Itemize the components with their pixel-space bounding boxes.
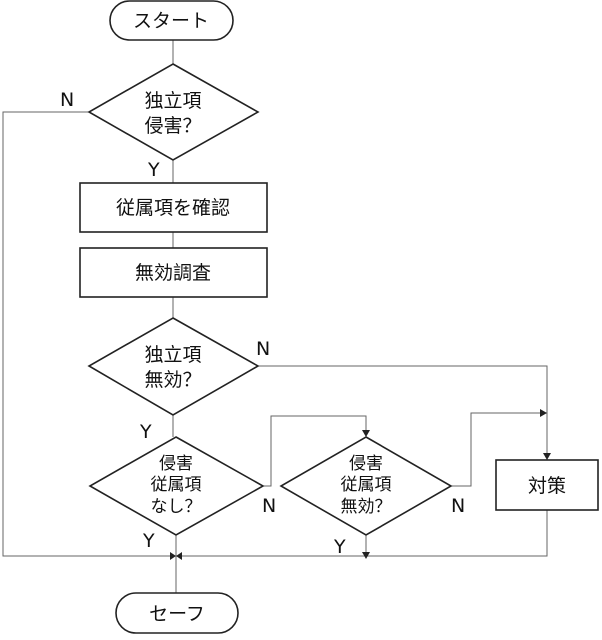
decision-independent-infringed-line1: 独立項 [144,90,201,112]
label-q3-no: N [262,495,276,517]
process-countermeasure: 対策 [495,459,599,511]
decision-no-infringing-dependent: 侵害 従属項 なし？ [88,436,265,536]
decision-independent-invalid-line1: 独立項 [144,344,201,366]
decision-infringing-dependent-invalid: 侵害 従属項 無効？ [279,436,453,536]
decision-infringing-dependent-invalid-shape [279,436,453,536]
label-q4-yes: Y [333,536,346,558]
connectors [2,40,548,593]
process-invalidity-search-shape [79,247,268,298]
arrowhead-into-safe-right [176,552,182,560]
safe-terminal-shape [115,592,239,634]
process-invalidity-search: 無効調査 [79,247,268,298]
safe-terminal: セーフ [115,592,239,634]
edge-q1-no-to-safe [2,111,176,557]
process-countermeasure-label: 対策 [528,475,566,497]
process-confirm-dependent-shape [79,182,268,233]
safe-label: セーフ [149,603,205,625]
process-confirm-dependent-label: 従属項を確認 [116,197,230,219]
label-q2-no: N [256,338,270,360]
decision-infringing-dependent-invalid-line1: 侵害 [349,454,383,474]
label-q1-no: N [60,89,74,111]
process-invalidity-search-label: 無効調査 [135,262,211,284]
decision-independent-infringed: 独立項 侵害？ [87,63,260,161]
process-countermeasure-shape [495,459,599,511]
arrowhead-q4-no [540,409,547,417]
decision-no-infringing-dependent-line2: 従属項 [151,475,202,495]
decision-independent-invalid-shape [87,317,260,416]
arrowhead-into-q4 [362,430,370,437]
decision-no-infringing-dependent-shape [88,436,265,536]
edge-q4-no-to-countermeasure [451,412,547,487]
decision-no-infringing-dependent-line1: 侵害 [159,454,193,474]
decision-independent-infringed-line2: 侵害？ [144,115,201,137]
edge-q3-no-to-q4 [263,415,367,487]
decision-independent-invalid-line2: 無効？ [144,369,201,391]
decision-no-infringing-dependent-line3: なし？ [151,497,202,517]
process-confirm-dependent: 従属項を確認 [79,182,268,233]
edge-q2-no-to-countermeasure [258,365,548,460]
decision-infringing-dependent-invalid-line3: 無効？ [341,497,392,517]
label-q4-no: N [451,495,465,517]
decision-infringing-dependent-invalid-line2: 従属項 [341,475,392,495]
branch-labels: N Y N Y N Y N Y [60,89,465,558]
start-label: スタート [133,10,209,32]
decision-independent-infringed-shape [87,63,260,161]
edge-countermeasure-to-safe [176,510,548,557]
decision-independent-invalid: 独立項 無効？ [87,317,260,416]
label-q2-yes: Y [139,421,152,443]
label-q1-yes: Y [147,159,160,181]
arrowhead-into-safe-left [170,552,176,560]
arrowhead-q4-yes [362,552,370,559]
start-terminal-shape [109,0,234,41]
arrowheads [170,409,551,560]
arrowhead-into-countermeasure [543,453,551,460]
label-q3-yes: Y [142,530,155,552]
start-terminal: スタート [109,0,234,41]
